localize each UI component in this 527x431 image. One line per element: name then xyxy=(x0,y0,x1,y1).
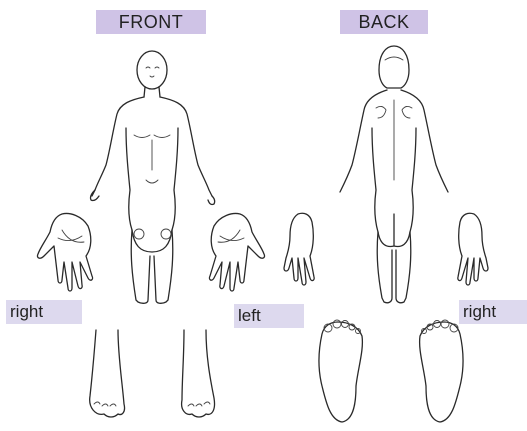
front-left-palm xyxy=(209,214,264,292)
front-figure xyxy=(91,51,215,303)
back-left-hand xyxy=(284,213,314,285)
left-hand-label: left xyxy=(234,304,304,328)
right-hand-label-back: right xyxy=(459,300,527,324)
back-buttocks xyxy=(378,214,410,246)
front-label: FRONT xyxy=(96,10,206,34)
front-hips xyxy=(132,230,172,252)
back-right-hand xyxy=(458,213,488,285)
right-hand-label-front: right xyxy=(6,300,82,324)
front-face xyxy=(146,67,159,77)
back-figure xyxy=(340,46,448,303)
back-hair xyxy=(385,57,403,60)
back-label: BACK xyxy=(340,10,428,34)
front-small-hands xyxy=(91,190,215,205)
back-head xyxy=(379,46,409,88)
front-knee-right xyxy=(134,229,144,239)
front-knee-left xyxy=(161,229,171,239)
front-head xyxy=(137,51,167,89)
front-left-foot xyxy=(182,330,215,417)
front-chest xyxy=(134,135,170,183)
back-left-sole xyxy=(319,320,362,422)
front-legs xyxy=(131,230,173,303)
front-right-palm xyxy=(37,214,92,292)
front-right-foot xyxy=(90,330,125,417)
back-right-sole xyxy=(420,320,463,422)
